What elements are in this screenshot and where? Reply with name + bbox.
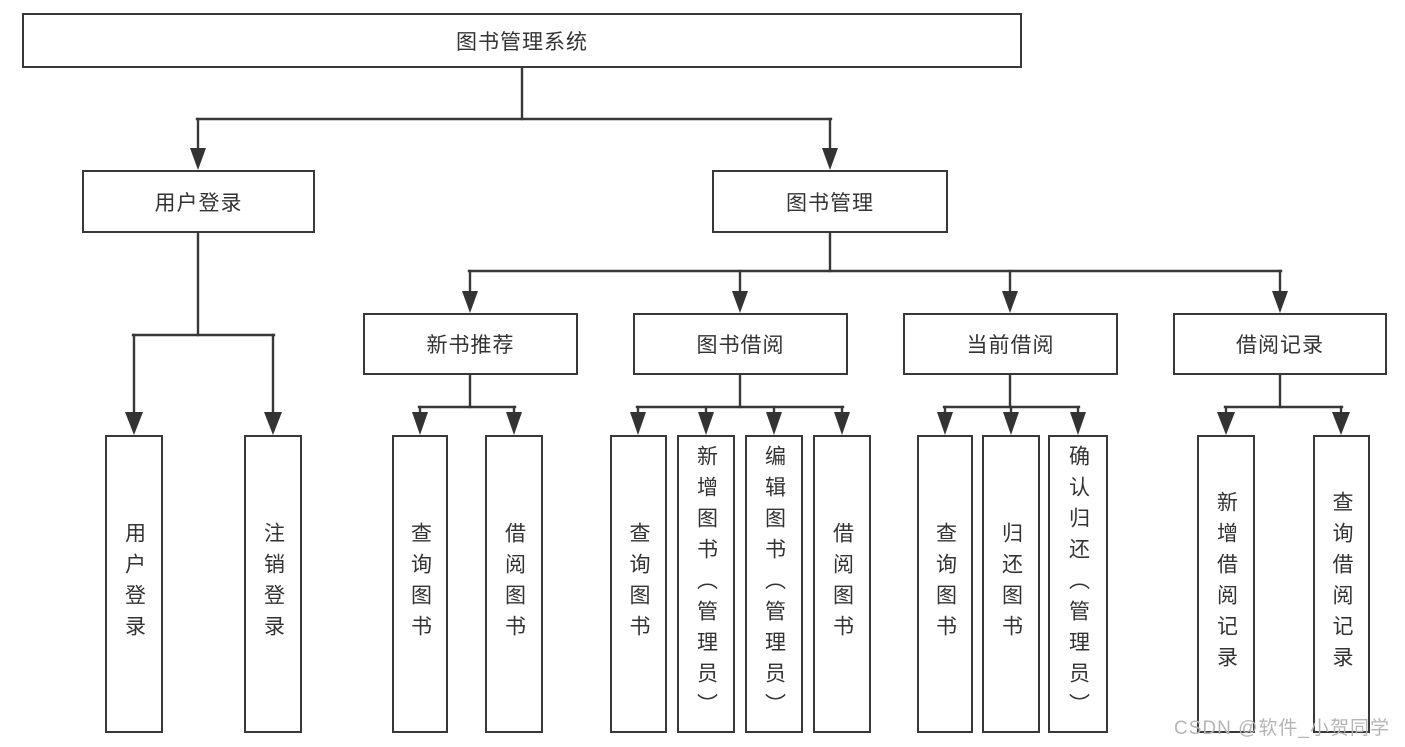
node-book-borrowing: 图书借阅	[633, 313, 848, 375]
node-leaf-query-books-current: 查询图书	[917, 435, 973, 733]
node-label: 查询借阅记录	[1330, 491, 1353, 677]
node-library-management-system: 图书管理系统	[22, 13, 1022, 68]
node-label: 借阅图书	[502, 522, 526, 646]
node-label: 归还图书	[999, 522, 1023, 646]
node-current-borrowing: 当前借阅	[903, 313, 1118, 375]
node-label: 当前借阅	[966, 334, 1055, 357]
node-leaf-query-books-borrowing: 查询图书	[610, 435, 667, 733]
node-label: 借阅记录	[1236, 334, 1324, 357]
node-label: 新增图书（管理员）	[694, 444, 718, 724]
node-label: 新增借阅记录	[1214, 491, 1238, 677]
csdn-watermark: CSDN @软件_小贺同学	[1174, 718, 1390, 739]
node-leaf-borrow-books: 借阅图书	[813, 435, 871, 733]
node-leaf-query-borrow-record: 查询借阅记录	[1313, 435, 1370, 733]
node-label: 查询图书	[933, 522, 957, 646]
node-borrowing-records: 借阅记录	[1173, 313, 1387, 375]
node-leaf-query-books-recommend: 查询图书	[392, 435, 448, 733]
node-label: 图书管理系统	[456, 30, 588, 54]
node-leaf-return-books: 归还图书	[982, 435, 1040, 733]
node-user-login: 用户登录	[82, 170, 315, 233]
node-leaf-edit-books-admin: 编辑图书（管理员）	[745, 435, 803, 733]
node-label: 图书管理	[786, 191, 874, 215]
node-label: 查询图书	[408, 522, 432, 646]
node-label: 确认归还（管理员）	[1066, 444, 1090, 724]
node-leaf-add-books-admin: 新增图书（管理员）	[677, 435, 735, 733]
node-leaf-confirm-return-admin: 确认归还（管理员）	[1048, 435, 1108, 733]
node-label: 注销登录	[261, 522, 285, 646]
node-new-book-recommendation: 新书推荐	[363, 313, 578, 375]
node-label: 新书推荐	[426, 334, 515, 357]
node-leaf-borrow-books-recommend: 借阅图书	[485, 435, 543, 733]
node-label: 图书借阅	[696, 334, 785, 357]
node-label: 编辑图书（管理员）	[762, 444, 786, 724]
node-label: 查询图书	[627, 522, 650, 646]
node-leaf-add-borrow-record: 新增借阅记录	[1197, 435, 1255, 733]
node-label: 用户登录	[122, 522, 146, 646]
node-leaf-user-login: 用户登录	[105, 435, 163, 733]
node-label: 用户登录	[154, 191, 243, 215]
node-book-management: 图书管理	[712, 170, 948, 233]
node-label: 借阅图书	[830, 522, 854, 646]
node-leaf-logout: 注销登录	[244, 435, 302, 733]
